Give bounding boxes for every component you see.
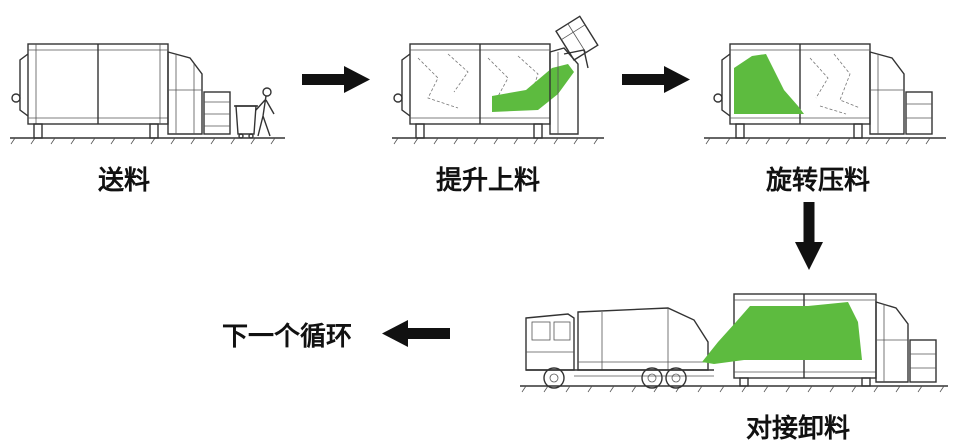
arrow-down-icon [795,202,823,270]
compactor-compacting-illustration [704,43,946,145]
next-cycle-label: 下一个循环 [222,322,353,352]
arrow-right-2 [618,64,694,94]
arrow-right-icon [302,66,370,93]
arrow-left-icon [382,320,450,347]
stage-feeding [0,30,290,150]
waste-fill [492,64,574,112]
compactor-feeding-illustration [10,43,285,145]
arrow-right-1 [298,64,374,94]
step-label-lifting: 提升上料 [436,166,541,196]
compactor-lifting-illustration [392,15,604,145]
arrow-left [378,318,454,348]
stage-lifting [388,8,608,152]
arrow-right-icon [622,66,690,93]
truck-unloading-illustration [520,293,948,393]
stage-compacting [700,28,950,152]
step-label-compacting: 旋转压料 [766,166,871,196]
stage-unloading [518,282,950,400]
waste-fill [734,54,804,114]
arrow-down [794,200,824,272]
step-label-unloading: 对接卸料 [746,414,851,444]
waste-fill [702,302,862,364]
step-label-feeding: 送料 [98,166,151,196]
